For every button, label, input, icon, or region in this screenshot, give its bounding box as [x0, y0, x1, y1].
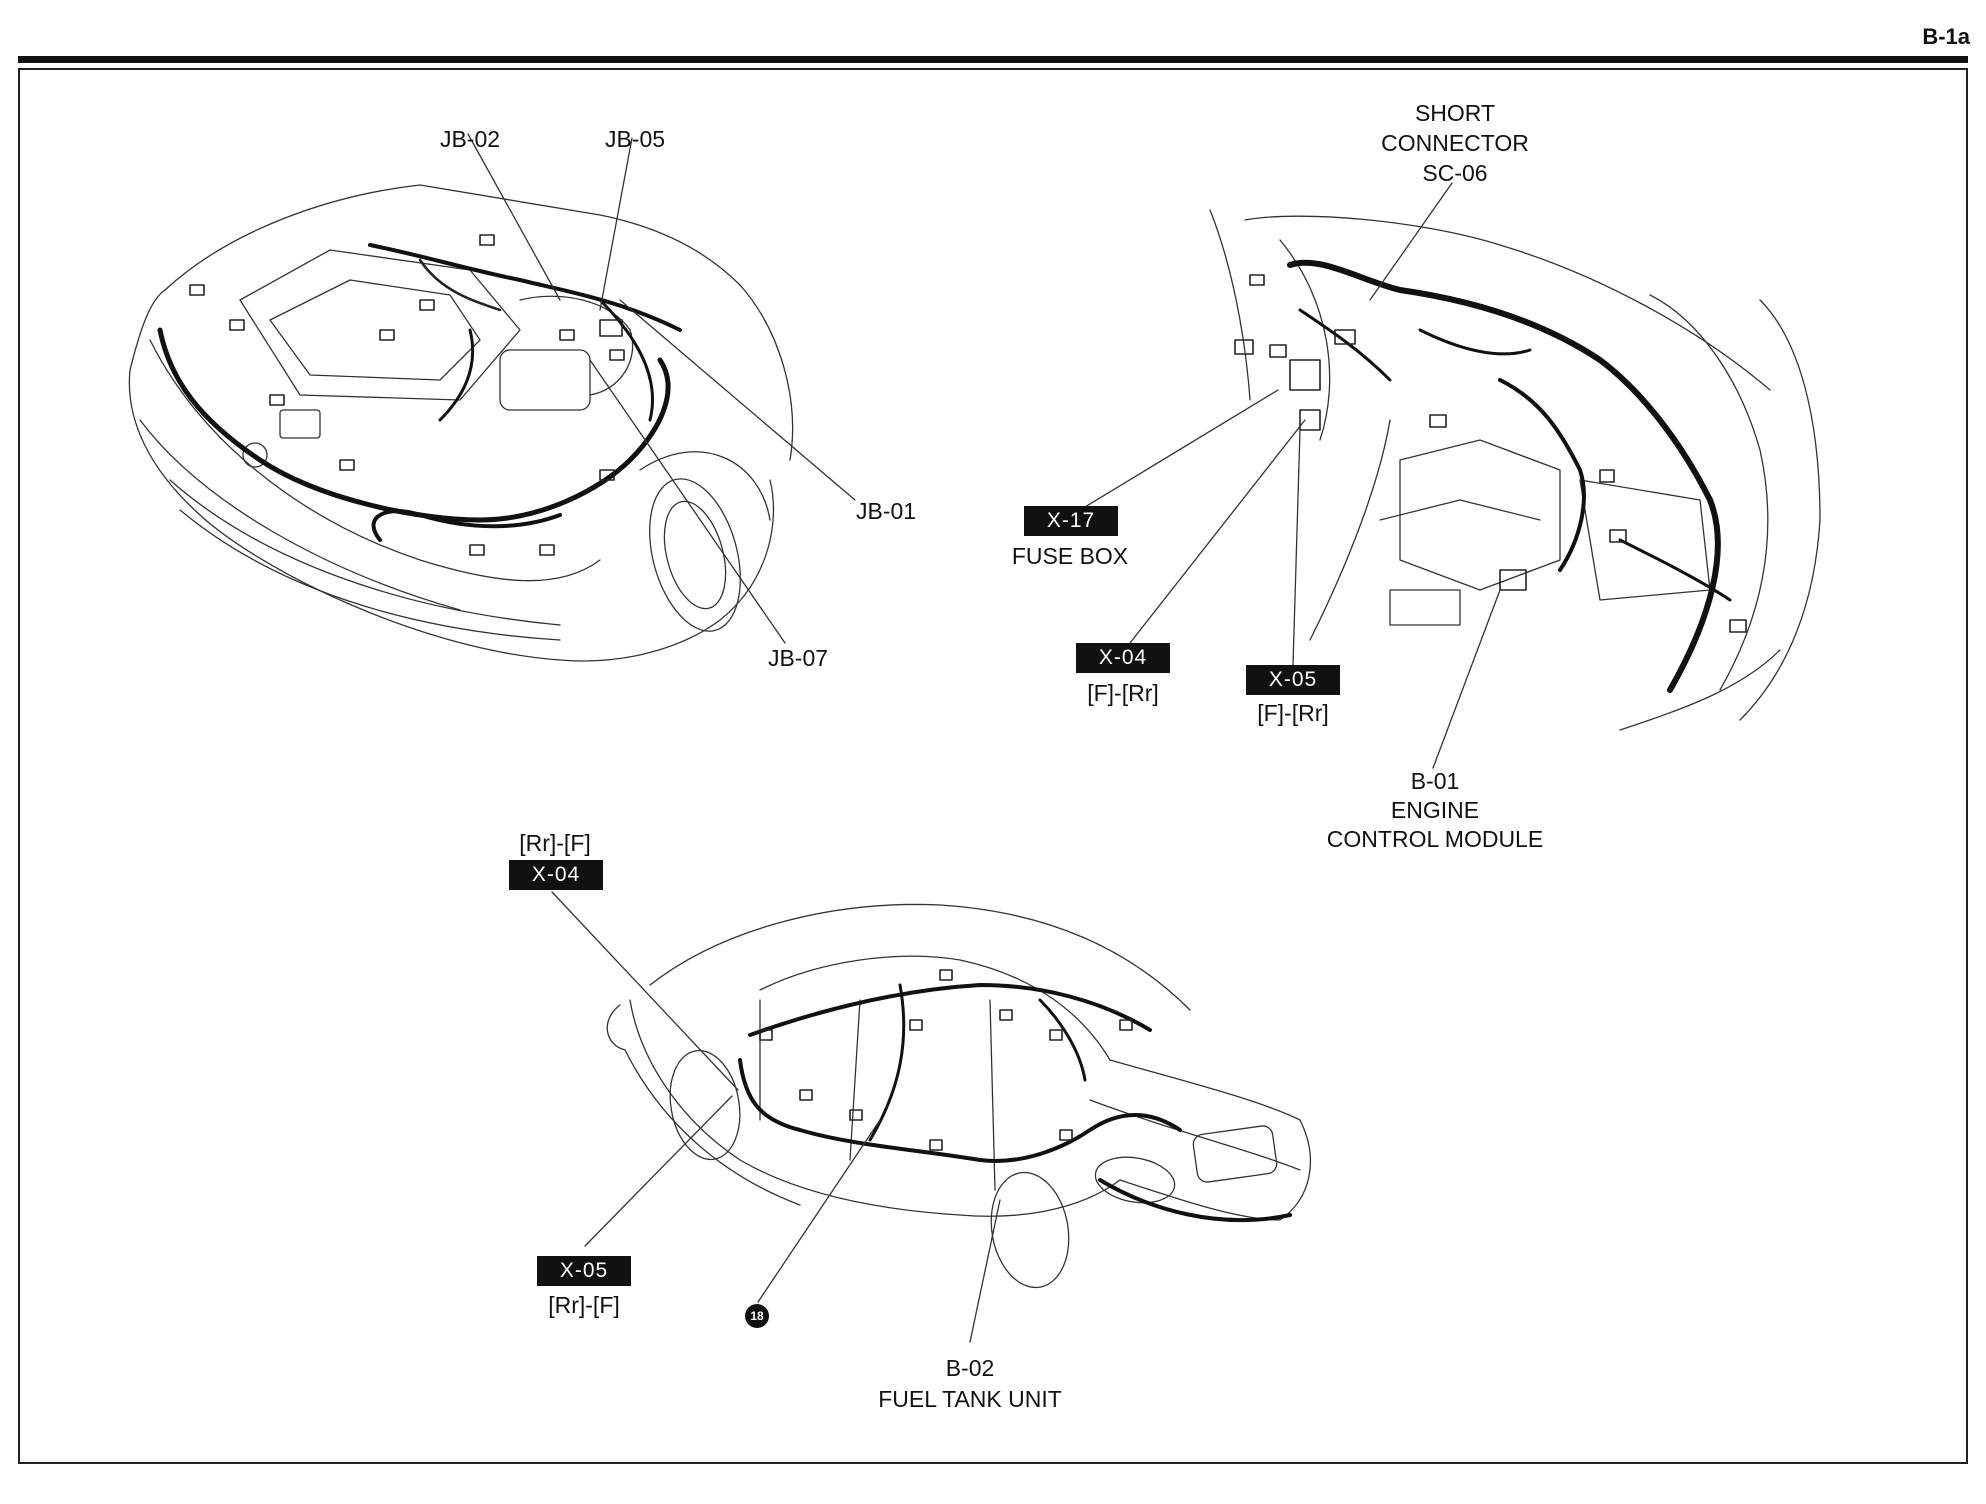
body-drawing [551, 891, 1312, 1343]
short-connector-line-2: CONNECTOR [1381, 130, 1529, 156]
diagram-frame [18, 68, 1968, 1464]
short-connector-code: SC-06 [1422, 160, 1488, 186]
x-04-front-caption: [F]-[Rr] [1087, 680, 1159, 706]
x-04-rear-caption: [Rr]-[F] [519, 830, 591, 856]
fuse-box-label: FUSE BOX [1011, 543, 1129, 569]
b-02-caption: FUEL TANK UNIT [878, 1386, 1062, 1412]
x-17-badge: X-17 [1024, 506, 1118, 536]
jb-01-label: JB-01 [855, 498, 917, 524]
page-number: B-1a [1922, 24, 1970, 49]
x-05-badge-rear: X-05 [537, 1256, 631, 1286]
b-01-line-3: CONTROL MODULE [1326, 826, 1544, 852]
x-05-rear-caption: [Rr]-[F] [548, 1292, 620, 1318]
ground-point-marker: 18 [745, 1304, 769, 1328]
jb-05-label: JB-05 [604, 126, 666, 152]
header-rule [18, 56, 1968, 63]
jb-07-label: JB-07 [767, 645, 829, 671]
short-connector-line-1: SHORT [1414, 100, 1496, 126]
x-05-badge-front: X-05 [1246, 665, 1340, 695]
x-04-badge-rear: X-04 [509, 860, 603, 890]
b-02-code: B-02 [945, 1355, 995, 1381]
engine-bay-drawing [128, 133, 856, 662]
x-05-front-caption: [F]-[Rr] [1257, 700, 1329, 726]
b-01-line-2: ENGINE [1390, 797, 1480, 823]
b-01-code: B-01 [1410, 768, 1460, 794]
jb-02-label: JB-02 [439, 126, 501, 152]
interior-drawing [1079, 182, 1821, 769]
x-04-badge-front: X-04 [1076, 643, 1170, 673]
